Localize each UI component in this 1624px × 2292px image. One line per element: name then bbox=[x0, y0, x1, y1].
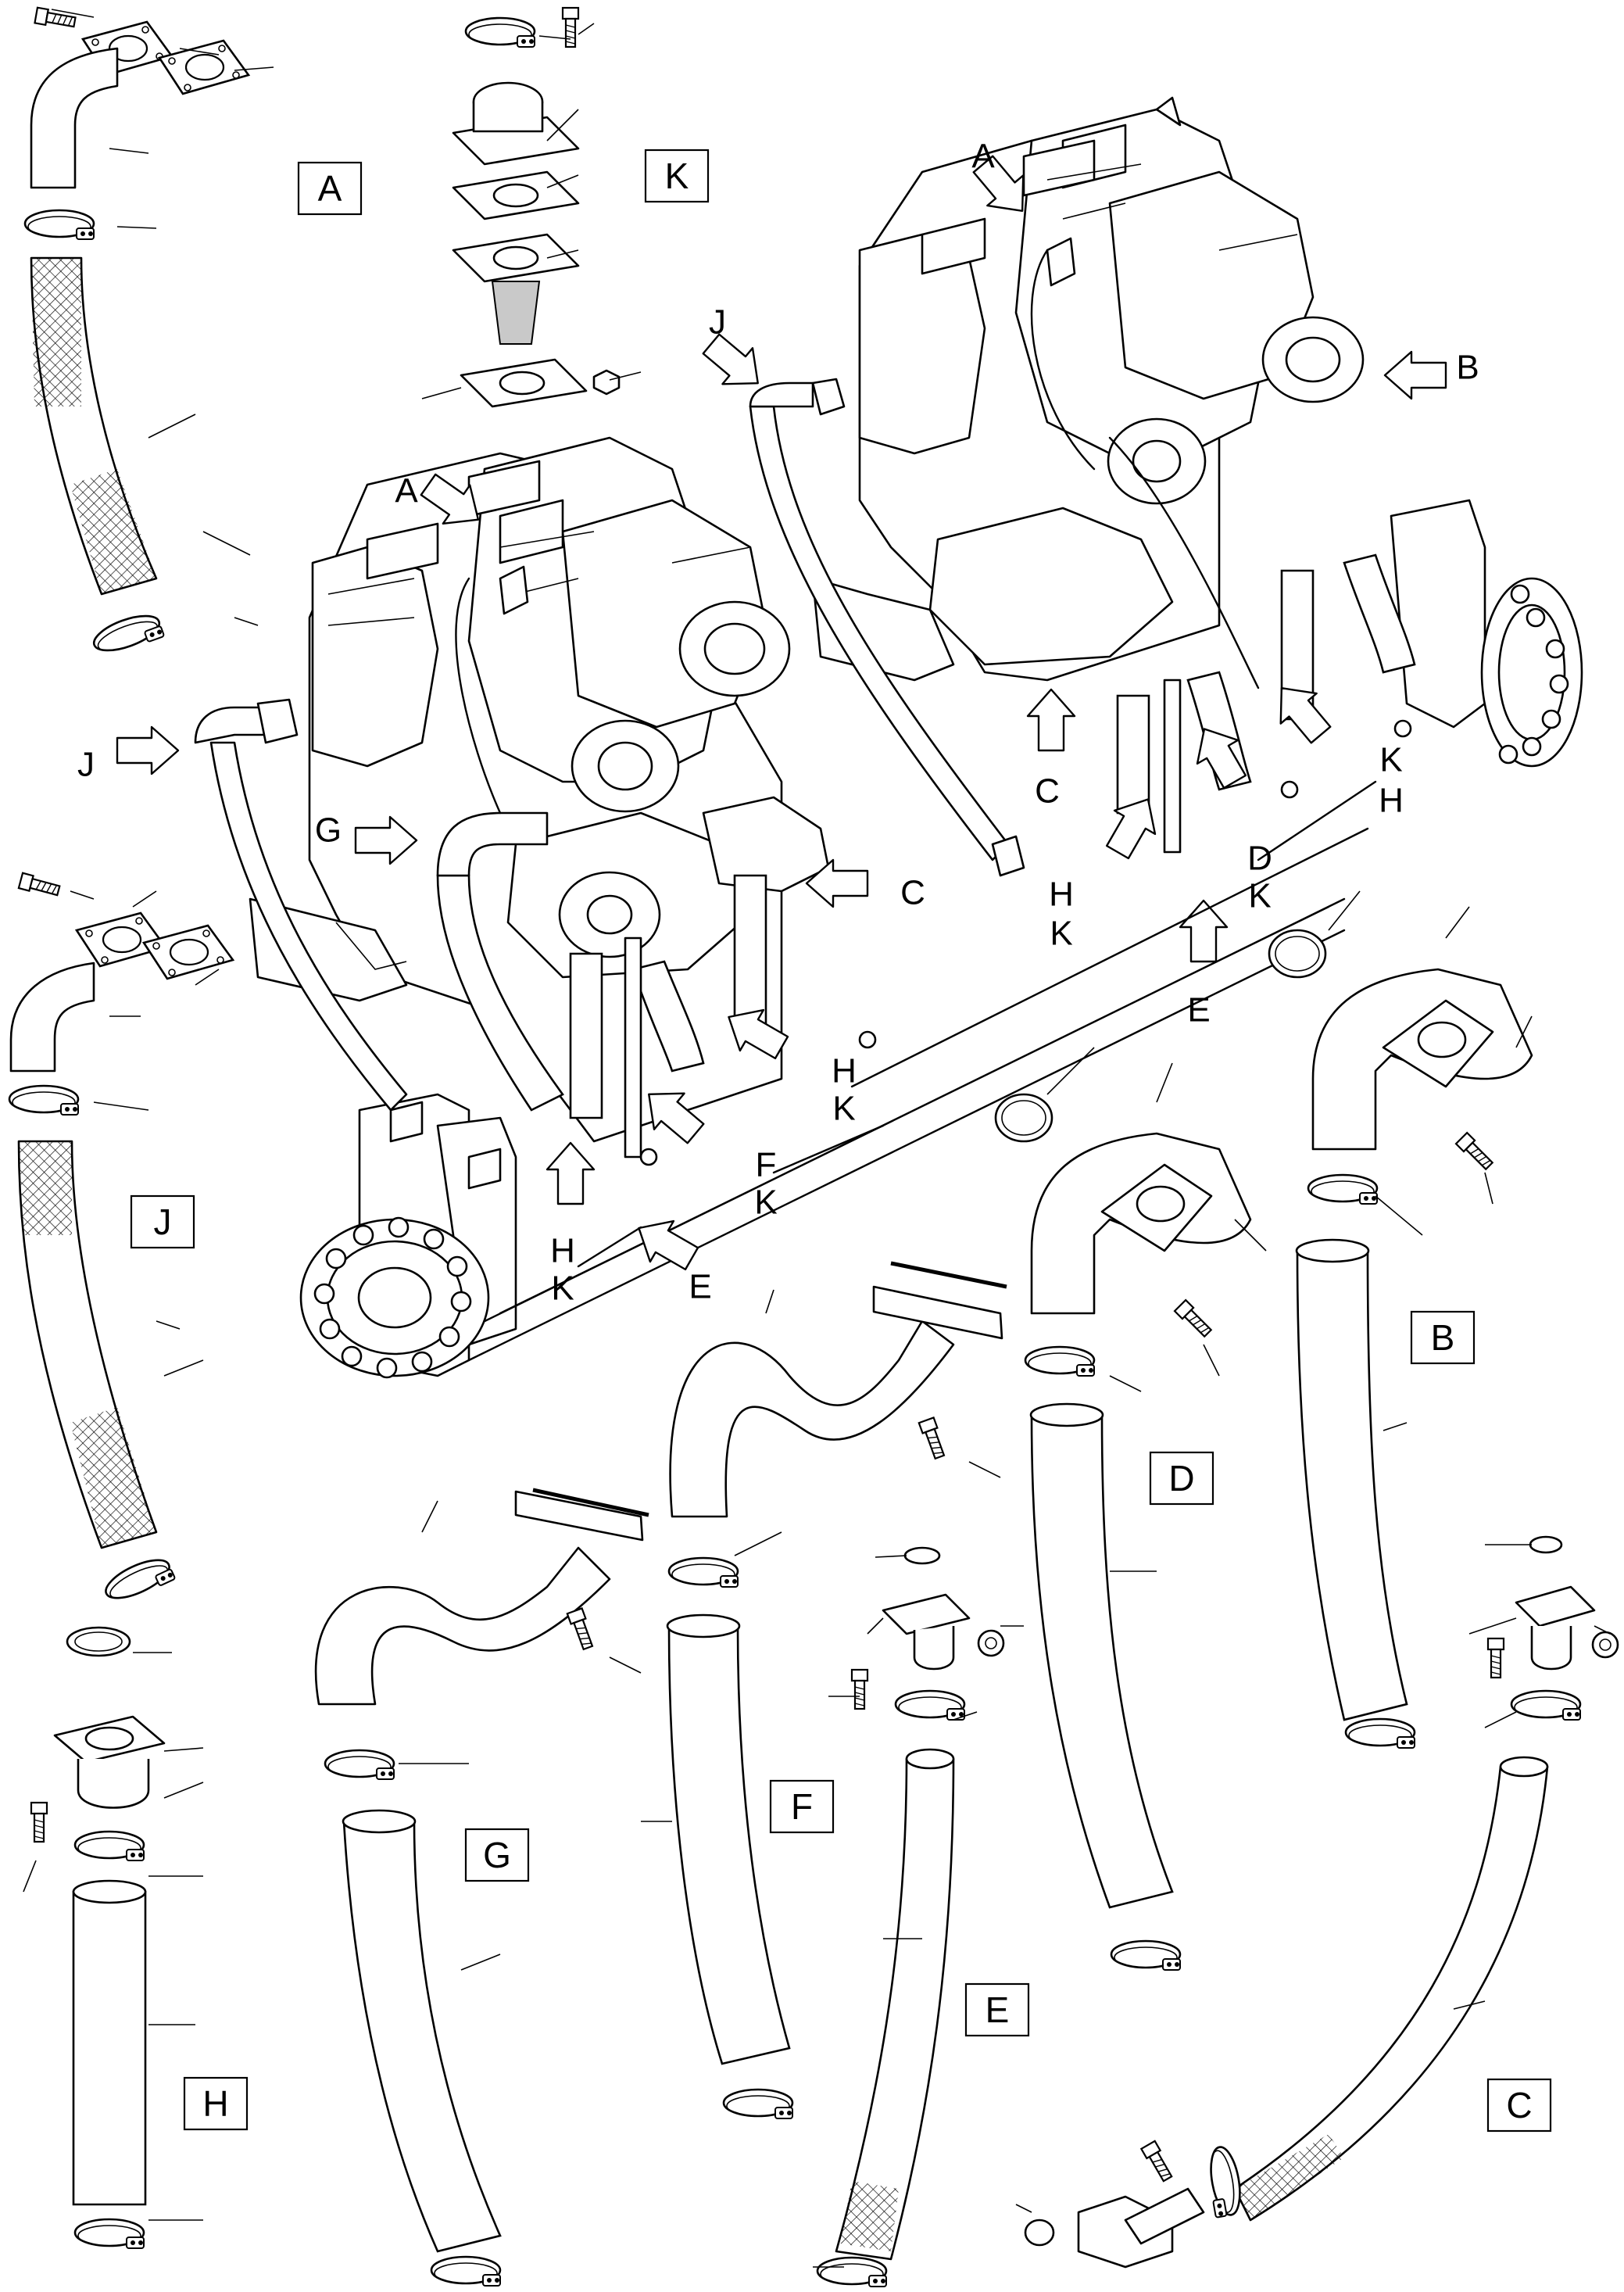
callout-j-1: J bbox=[77, 746, 95, 784]
svg-text:A: A bbox=[318, 168, 342, 209]
svg-text:B: B bbox=[1431, 1317, 1455, 1358]
svg-text:H: H bbox=[202, 2083, 228, 2124]
svg-text:F: F bbox=[791, 1786, 813, 1827]
wheel-bolts-right bbox=[1498, 584, 1569, 765]
callout-c-2: C bbox=[1035, 772, 1060, 811]
view-label-b: B bbox=[1410, 1310, 1476, 1365]
exploded-set-e bbox=[813, 1546, 1024, 2288]
callout-d-1: D bbox=[1247, 840, 1272, 878]
callout-k-3: K bbox=[1379, 741, 1402, 779]
callout-k-6: K bbox=[551, 1270, 574, 1308]
view-label-f: F bbox=[769, 1779, 835, 1834]
view-label-g: G bbox=[464, 1828, 530, 1882]
gearbox-housing-left bbox=[194, 436, 1346, 1379]
callout-h-4: H bbox=[550, 1232, 575, 1270]
exploded-set-g bbox=[314, 1488, 649, 2287]
view-label-c: C bbox=[1486, 2078, 1552, 2133]
gearbox-housing-right bbox=[749, 96, 1583, 877]
callout-k-1: K bbox=[1050, 915, 1072, 953]
callout-h-1: H bbox=[1049, 876, 1074, 914]
exploded-set-f bbox=[641, 1261, 1007, 2120]
wheel-bolts-left bbox=[313, 1216, 472, 1379]
exploded-set-h bbox=[23, 1626, 204, 2250]
view-label-d: D bbox=[1149, 1451, 1214, 1506]
callout-e-2: E bbox=[689, 1268, 711, 1306]
exploded-set-a bbox=[23, 6, 274, 661]
callout-a-2: A bbox=[971, 138, 995, 176]
callout-f-1: F bbox=[756, 1146, 777, 1184]
view-label-e: E bbox=[964, 1982, 1030, 2037]
callout-h-3: H bbox=[832, 1052, 857, 1090]
svg-text:K: K bbox=[665, 156, 689, 196]
svg-text:E: E bbox=[985, 1989, 1010, 2030]
view-label-h: H bbox=[183, 2076, 249, 2131]
callout-leaders bbox=[577, 780, 1377, 1268]
exploded-set-k bbox=[421, 6, 642, 408]
callout-k-5: K bbox=[754, 1184, 777, 1222]
svg-text:D: D bbox=[1168, 1458, 1194, 1499]
callout-letters: A A J J B G C C H K D K K H E H K F K H … bbox=[77, 138, 1479, 1308]
exploded-set-b bbox=[1268, 890, 1533, 1749]
svg-text:G: G bbox=[483, 1835, 511, 1875]
callout-a-1: A bbox=[395, 472, 418, 510]
callout-h-2: H bbox=[1379, 782, 1404, 820]
callout-k-4: K bbox=[832, 1090, 855, 1128]
exploded-set-j bbox=[8, 872, 234, 1610]
exploded-set-c bbox=[1015, 1535, 1619, 2269]
view-label-a: A bbox=[297, 161, 363, 216]
view-label-k: K bbox=[644, 149, 710, 203]
svg-text:J: J bbox=[154, 1202, 172, 1242]
callout-b-1: B bbox=[1456, 349, 1479, 387]
exploded-set-d bbox=[994, 1047, 1267, 1971]
callout-e-1: E bbox=[1187, 991, 1210, 1030]
callout-k-2: K bbox=[1248, 877, 1271, 915]
svg-text:C: C bbox=[1506, 2085, 1532, 2125]
callout-g-1: G bbox=[315, 811, 342, 850]
callout-c-1: C bbox=[900, 874, 925, 912]
view-label-j: J bbox=[130, 1194, 195, 1249]
callout-j-2: J bbox=[709, 303, 726, 342]
